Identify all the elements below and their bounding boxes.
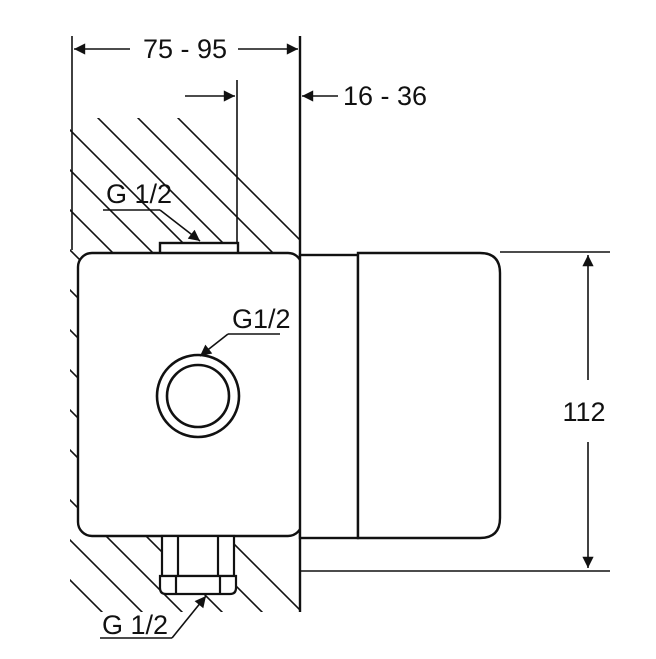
thread-bottom-label: G 1/2 xyxy=(102,610,168,640)
side-connection xyxy=(155,353,241,439)
dimension-depth-label: 75 - 95 xyxy=(143,34,227,64)
cover-cap xyxy=(298,251,502,540)
thread-callout-side xyxy=(199,333,280,357)
thread-callout-bottom xyxy=(100,595,207,639)
thread-callout-top xyxy=(103,209,201,242)
dimension-wall-label: 16 - 36 xyxy=(343,81,427,111)
dimension-height xyxy=(300,251,610,572)
thread-top-label: G 1/2 xyxy=(106,179,172,209)
thread-side-label: G1/2 xyxy=(232,304,291,334)
bottom-connection xyxy=(158,534,238,596)
dimension-height-label: 112 xyxy=(562,397,605,427)
